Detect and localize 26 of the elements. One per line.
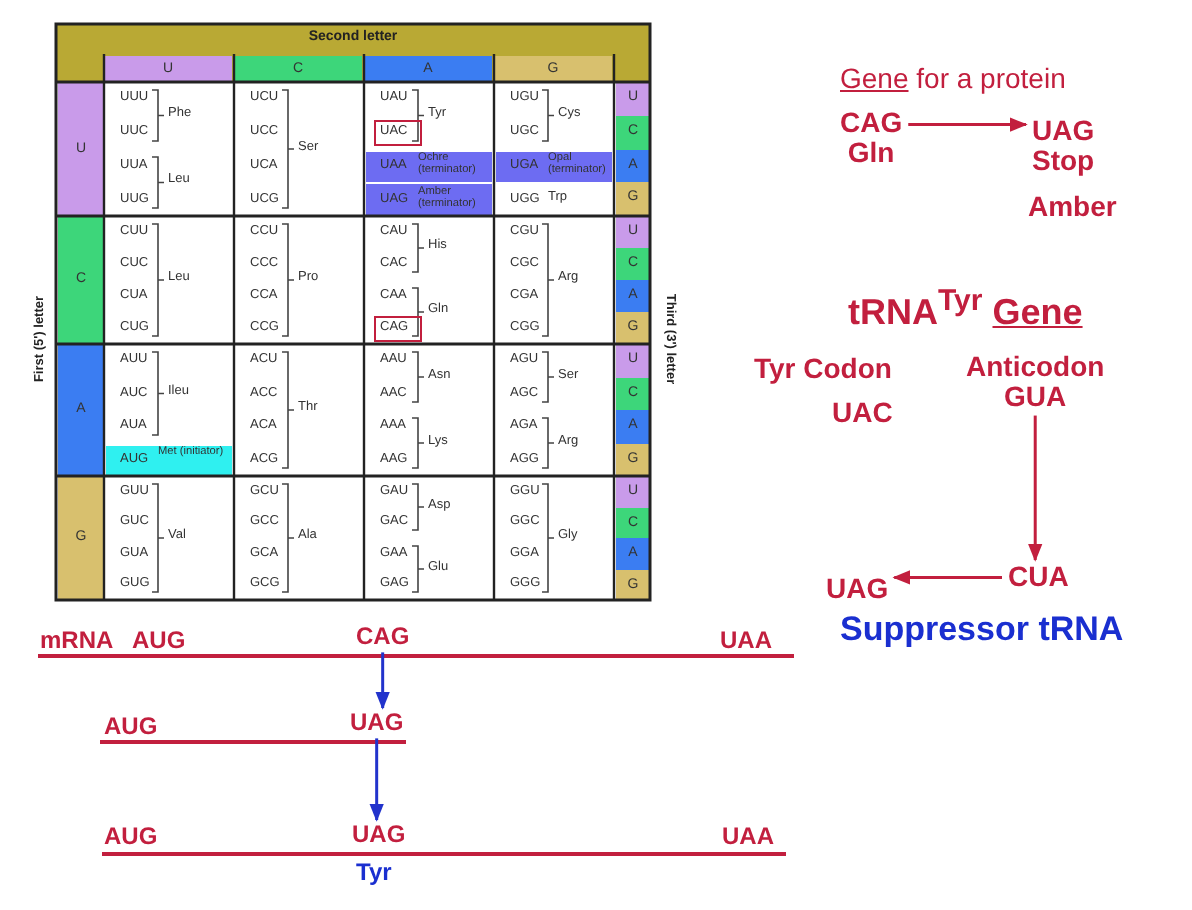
arrow xyxy=(1028,415,1043,562)
codon-label: CAG Gln xyxy=(840,108,903,170)
codon-label: UAG xyxy=(826,574,889,605)
amino-acid: Tyr xyxy=(356,858,392,886)
heading: Suppressor tRNA xyxy=(840,610,1124,650)
codon: UAA xyxy=(720,626,772,654)
codon-label: Anticodon GUA xyxy=(966,352,1105,414)
arrow xyxy=(892,570,1002,585)
codon-label: UAG xyxy=(350,710,404,737)
arrow xyxy=(908,117,1028,132)
codon-label: UAG Stop xyxy=(1032,116,1095,178)
note: Amber xyxy=(1028,190,1117,222)
codon: AUG xyxy=(132,626,186,654)
arrow xyxy=(369,738,384,822)
codon: UAA xyxy=(722,822,774,850)
codon: AUG xyxy=(104,712,158,740)
codon-label: CUA xyxy=(1008,562,1069,593)
heading: Gene for a protein xyxy=(840,62,1066,94)
note: Tyr Codon xyxy=(754,352,892,384)
codon-label: CAG xyxy=(356,624,410,651)
heading: tRNA$^{Tyr}$ Gene xyxy=(848,284,1083,334)
codon: UAC xyxy=(832,396,893,428)
arrow xyxy=(375,652,390,710)
codon: AUG xyxy=(104,822,158,850)
strand-label: mRNA xyxy=(40,626,114,654)
codon-label: UAG xyxy=(352,822,406,849)
